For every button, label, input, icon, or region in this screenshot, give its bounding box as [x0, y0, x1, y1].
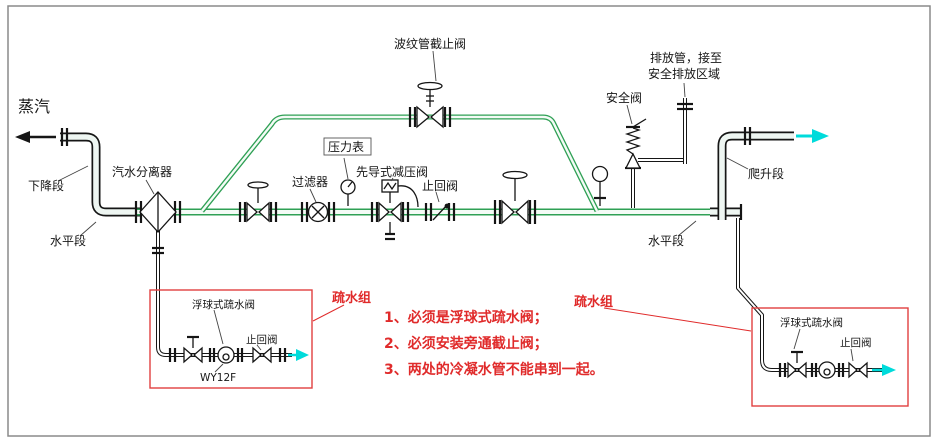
steam-inlet-pipe [60, 128, 140, 217]
leader-check-valve [435, 191, 440, 203]
label-discharge-1: 排放管，接至 [650, 50, 722, 65]
condensate-line-right [736, 218, 886, 372]
check-valve-main [424, 203, 456, 221]
note-1: 1、必须是浮球式疏水阀； [384, 309, 548, 326]
label-float-trap-right: 浮球式疏水阀 [780, 316, 843, 329]
leader-safety-valve [626, 104, 633, 125]
pressure-gauge-1 [340, 179, 356, 206]
discharge-stack [677, 98, 693, 164]
outlet-flow-arrow [796, 129, 829, 143]
label-pressure-gauge: 压力表 [328, 140, 364, 154]
label-separator: 汽水分离器 [112, 164, 172, 179]
leader-pressure-gauge [343, 157, 349, 180]
leader-float-trap-left [213, 309, 224, 345]
label-horiz-right: 水平段 [648, 233, 684, 248]
steam-water-separator [134, 191, 182, 233]
label-trap-group-left: 疏水组 [332, 290, 371, 306]
globe-valve-2 [493, 170, 537, 225]
pressure-gauge-2 [591, 165, 609, 206]
steam-flow-arrow [15, 131, 56, 143]
leader-bellows-valve [432, 50, 437, 82]
label-float-trap-left: 浮球式疏水阀 [192, 298, 255, 311]
note-2: 2、必须安装旁通截止阀； [384, 335, 548, 352]
pilot-reducing-valve [370, 179, 419, 241]
trap-right-flow-arrow [882, 364, 896, 376]
safety-valve [624, 118, 684, 208]
label-check-valve-left-trap: 止回阀 [246, 333, 278, 346]
label-discharge-2: 安全排放区域 [648, 66, 720, 81]
globe-valve-1 [238, 181, 278, 223]
label-climb-section: 爬升段 [748, 166, 784, 181]
bellows-globe-valve [408, 81, 452, 129]
leader-check-valve-left-trap [256, 344, 262, 351]
pressure-gauge-label-box [323, 137, 372, 156]
label-trap-group-right: 疏水组 [574, 294, 613, 310]
leader-strainer [309, 188, 317, 203]
condensate-line-left [152, 230, 292, 357]
leader-trap-group-right [603, 307, 752, 332]
trap-left-flow-arrow [296, 349, 309, 361]
label-bellows-valve: 波纹管截止阀 [394, 36, 466, 51]
leader-separator [145, 179, 155, 195]
strainer [300, 201, 336, 223]
label-safety-valve: 安全阀 [606, 90, 642, 105]
leader-reducing-valve [390, 177, 394, 182]
leader-down-section [57, 165, 89, 182]
trap-group-left-box [149, 289, 313, 389]
leader-climb-section [726, 157, 749, 170]
leader-trap-group-left [312, 304, 345, 322]
label-check-valve-right-trap: 止回阀 [840, 336, 872, 349]
riser-exit-pipe [710, 127, 794, 220]
label-steam: 蒸汽 [18, 97, 50, 116]
leader-float-trap-right [793, 328, 801, 350]
label-reducing-valve: 先导式减压阀 [356, 165, 428, 179]
leader-discharge [683, 82, 686, 98]
leader-check-valve-right-trap [850, 348, 854, 362]
label-down-section: 下降段 [28, 178, 64, 193]
label-trap-model: WY12F [200, 372, 236, 384]
trap-group-right-box [751, 307, 909, 407]
trap-group-right [751, 307, 909, 407]
trap-group-left [149, 289, 313, 389]
label-horiz-left: 水平段 [50, 233, 86, 248]
leader-horiz-right [677, 220, 697, 237]
leader-horiz-left [79, 221, 97, 237]
note-3: 3、两处的冷凝水管不能串到一起。 [384, 361, 604, 378]
label-check-valve: 止回阀 [422, 179, 458, 193]
leader-trap-model [214, 363, 224, 373]
label-strainer: 过滤器 [292, 175, 328, 189]
